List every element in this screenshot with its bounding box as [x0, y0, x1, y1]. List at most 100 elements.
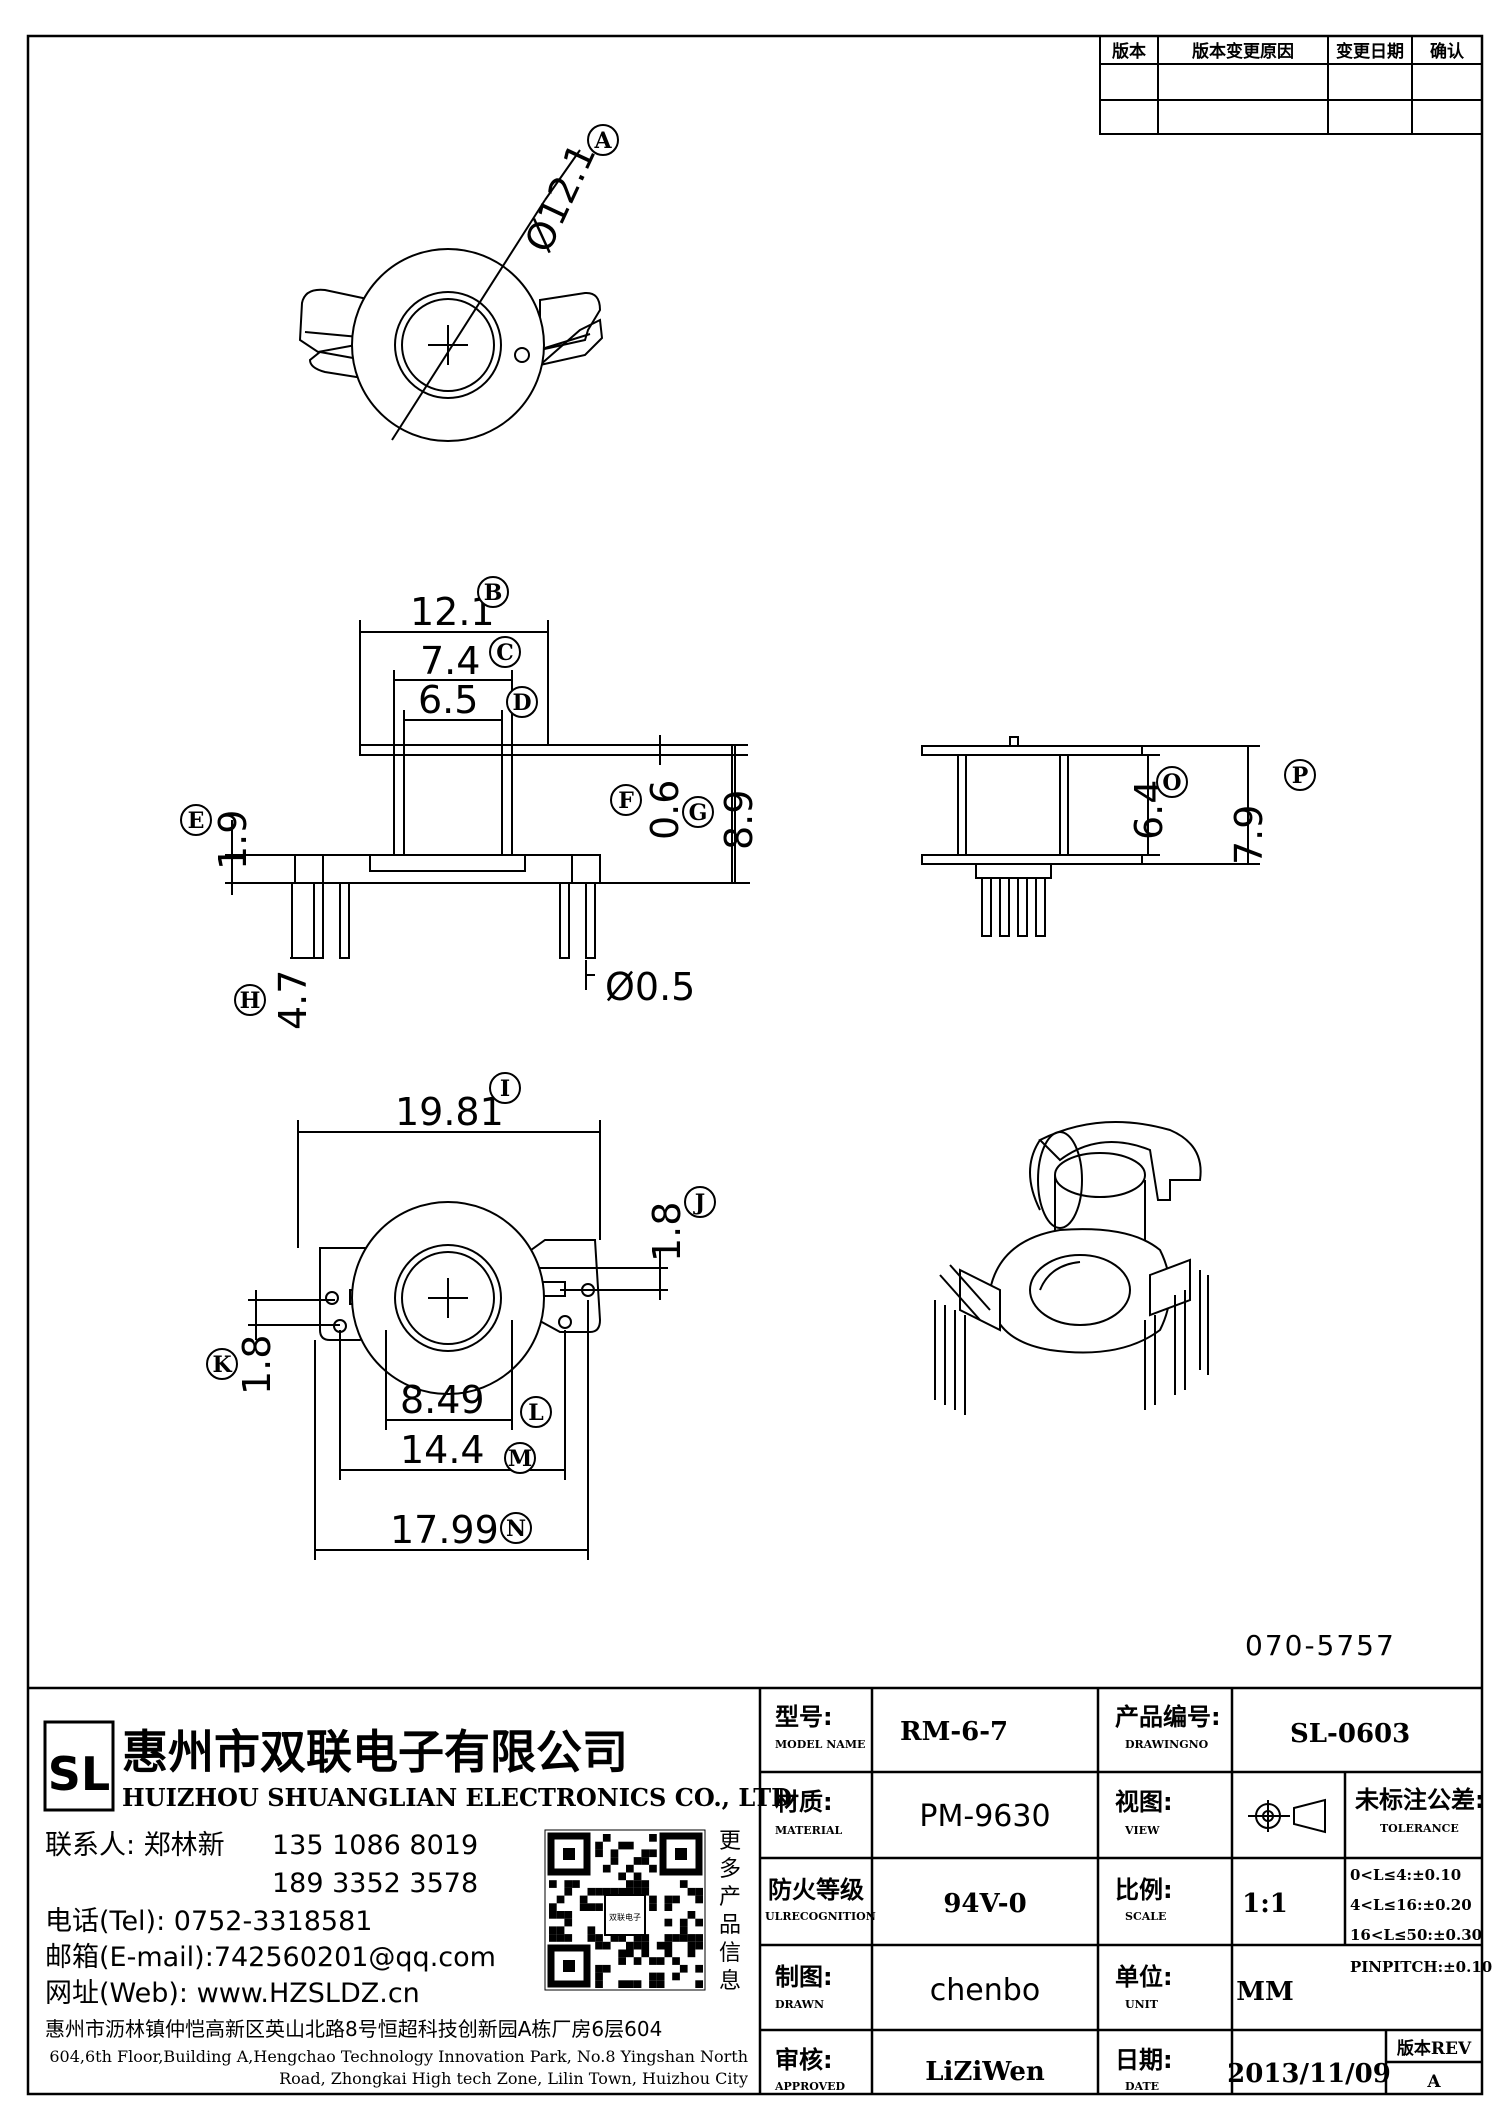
revision-header-date: 变更日期 [1336, 41, 1404, 62]
qr-module [564, 1887, 573, 1896]
isometric-view [934, 1121, 1209, 1415]
dim-L-value: 8.49 [400, 1378, 485, 1422]
drawn-label: 制图: [775, 1963, 833, 1991]
qr-module [549, 1926, 557, 1935]
side-view [921, 736, 1260, 937]
qr-module [626, 1941, 634, 1950]
qr-module [664, 1895, 673, 1904]
qr-center-label: 双联电子 [609, 1912, 641, 1922]
dim-K-value: 1.8 [235, 1335, 279, 1395]
top-view [298, 149, 604, 442]
qr-module [602, 1964, 611, 1973]
qr-side-text: 更 多 产 品 信 息 [719, 1829, 741, 1994]
qr-module [641, 1934, 650, 1942]
dim-E-value: 1.9 [211, 810, 255, 870]
qr-module [641, 1949, 650, 1958]
qr-module [595, 1849, 603, 1858]
qr-module [549, 1911, 557, 1919]
qr-module [618, 1841, 626, 1850]
callout-H: H [234, 984, 266, 1016]
qr-module [672, 1972, 680, 1981]
tolerance-range-1: 0<L≤4:±0.10 [1350, 1866, 1461, 1884]
date-value: 2013/11/09 [1227, 2059, 1391, 2089]
qr-module [633, 1872, 642, 1881]
qr-module [664, 1903, 673, 1911]
svg-text:E: E [188, 808, 205, 834]
svg-text:L: L [528, 1400, 543, 1426]
qr-module [556, 1926, 565, 1935]
qr-module [610, 1849, 619, 1858]
qr-module [641, 1849, 650, 1858]
revision-header-reason: 版本变更原因 [1192, 41, 1294, 62]
model-sub: MODEL NAME [775, 1738, 865, 1751]
revision-header-confirm: 确认 [1430, 41, 1465, 62]
qr-module [695, 1941, 703, 1950]
qr-module [641, 1887, 650, 1896]
callout-K: K [206, 1348, 238, 1380]
qr-module [649, 1903, 657, 1911]
svg-text:品: 品 [719, 1913, 741, 1938]
qr-module [687, 1911, 696, 1919]
approved-value: LiZiWen [925, 2057, 1045, 2087]
qr-module [579, 1903, 588, 1911]
qr-module [687, 1941, 696, 1950]
address-cn: 惠州市沥林镇仲恺高新区英山北路8号恒超科技创新园A栋厂房6层604 [45, 2017, 662, 2041]
qr-module [649, 1980, 657, 1988]
qr-module [602, 1834, 611, 1842]
qr-module [595, 1980, 603, 1988]
qr-module [626, 1949, 634, 1958]
qr-module [626, 1880, 634, 1888]
svg-text:P: P [1292, 763, 1309, 789]
contact-phone-2: 189 3352 3578 [272, 1868, 478, 1899]
dim-N-value: 17.99 [390, 1508, 499, 1552]
qr-module [656, 1972, 665, 1981]
svg-text:A: A [593, 128, 612, 154]
drawing-no-label: 产品编号: [1115, 1703, 1221, 1731]
qr-module [556, 1895, 565, 1904]
callout-P: P [1284, 759, 1316, 791]
qr-module [679, 1918, 688, 1927]
revision-label: 版本REV [1397, 2038, 1472, 2059]
qr-module [610, 1857, 619, 1865]
contact-tel: 电话(Tel): 0752-3318581 [45, 1906, 372, 1937]
qr-module [695, 1934, 703, 1942]
qr-module [587, 1903, 596, 1911]
dim-A-value: Ø12.1 [516, 136, 604, 258]
qr-module [549, 1903, 557, 1911]
svg-text:O: O [1162, 770, 1181, 796]
qr-module [556, 1934, 565, 1942]
address-en-line-1: 604,6th Floor,Building A,Hengchao Techno… [49, 2047, 748, 2066]
callout-N: N [500, 1512, 532, 1544]
callout-O: O [1156, 766, 1188, 798]
callout-C: C [489, 636, 521, 668]
qr-module [626, 1887, 634, 1896]
projection-symbol-icon [1248, 1798, 1326, 1834]
dim-D-value: 6.5 [418, 678, 478, 722]
qr-module [549, 1934, 557, 1942]
date-sub: DATE [1125, 2080, 1159, 2093]
callout-A: A [587, 124, 619, 156]
qr-module [595, 1903, 603, 1911]
svg-text:H: H [240, 988, 261, 1014]
view-sub: VIEW [1124, 1824, 1160, 1837]
approved-sub: APPROVED [774, 2080, 846, 2093]
contact-web: 网址(Web): www.HZSLDZ.cn [45, 1978, 420, 2009]
qr-module [641, 1941, 650, 1950]
drawn-sub: DRAWN [775, 1998, 824, 2011]
qr-module [649, 1895, 657, 1904]
qr-module [618, 1957, 626, 1965]
title-block-lines [28, 1686, 1482, 2094]
dim-J-value: 1.8 [645, 1202, 689, 1262]
material-value: PM-9630 [919, 1799, 1050, 1834]
qr-module [602, 1887, 611, 1896]
callout-J: J [684, 1186, 716, 1218]
qr-module [672, 1957, 680, 1965]
material-sub: MATERIAL [775, 1824, 843, 1837]
dim-M-value: 14.4 [400, 1428, 485, 1472]
model-value: RM-6-7 [900, 1717, 1008, 1747]
qr-module [649, 1972, 657, 1981]
qr-module [695, 1980, 703, 1988]
qr-module [618, 1887, 626, 1896]
qr-module [633, 1880, 642, 1888]
tolerance-sub: TOLERANCE [1380, 1822, 1459, 1835]
